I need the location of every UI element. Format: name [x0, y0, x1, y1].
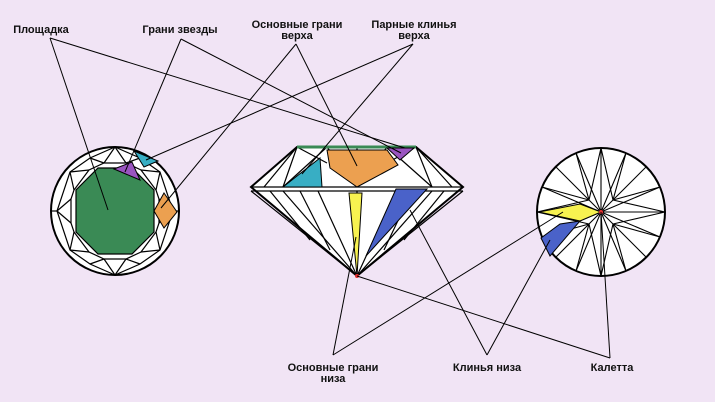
- crown-main-facet-top: [153, 192, 178, 229]
- label-star-facets: Грани звезды: [142, 24, 218, 36]
- label-lower-girdle-facets: Клинья низа: [452, 362, 522, 374]
- label-pavilion-main-facets: Основные грани низа: [287, 362, 379, 385]
- lower-girdle-facet-side: [365, 188, 429, 257]
- label-crown-main-facets: Основные грани верха: [251, 19, 343, 42]
- label-table: Площадка: [13, 24, 69, 36]
- table-facet: [75, 167, 155, 255]
- upper-girdle-facet-side: [281, 157, 323, 188]
- label-culet: Калетта: [590, 362, 634, 374]
- upper-girdle-facet-top: [132, 149, 160, 168]
- crown-top-view: [50, 146, 180, 276]
- crown-main-facet-side: [326, 149, 399, 188]
- diamond-side-view: [249, 145, 465, 278]
- lower-girdle-facet-bottom: [540, 220, 582, 257]
- star-facet-top: [112, 161, 141, 181]
- star-facet-side: [385, 147, 416, 161]
- label-upper-girdle-facets: Парные клинья верха: [371, 19, 457, 42]
- pavilion-main-facet-side: [348, 192, 363, 277]
- leader-lines: [49, 37, 611, 359]
